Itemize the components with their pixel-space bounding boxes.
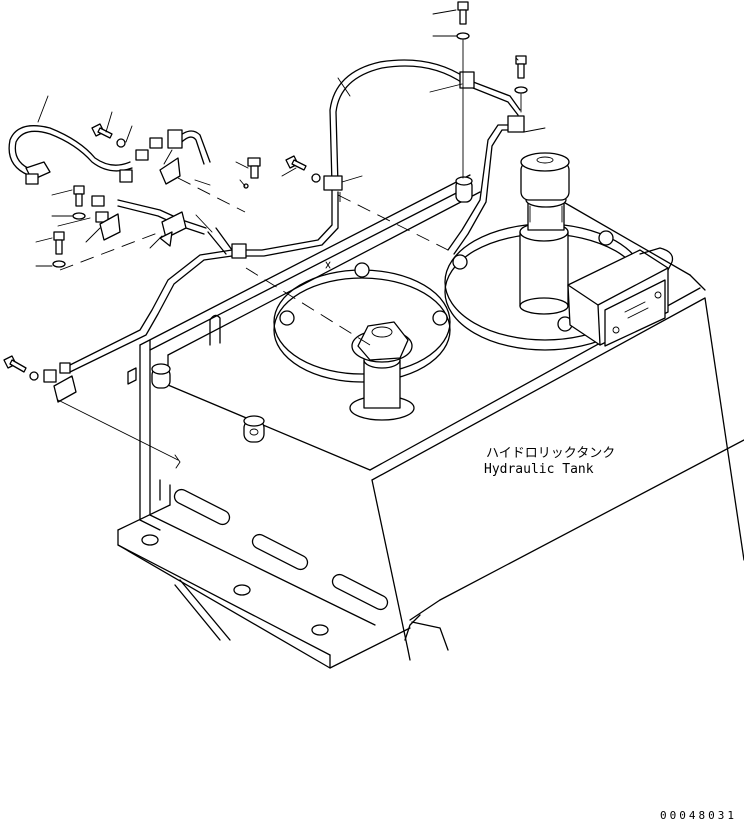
leader-lines	[35, 9, 546, 267]
wiring-harness	[8, 59, 525, 374]
tank-label-japanese: ハイドロリックタンク	[486, 446, 615, 461]
tank-fittings	[127, 176, 473, 443]
filler-cover-plate	[273, 262, 451, 383]
sensor-plug	[25, 161, 51, 185]
exploded-hardware	[3, 1, 528, 403]
mounting-bracket	[117, 479, 411, 669]
filler-cap	[349, 321, 415, 421]
tank-label-english: Hydraulic Tank	[484, 462, 594, 477]
tank-body	[139, 174, 744, 661]
connector-box	[567, 247, 674, 347]
drawing-code: 00048031	[660, 809, 737, 822]
breather-assembly	[519, 152, 570, 315]
assembly-guide-lines	[57, 39, 522, 469]
